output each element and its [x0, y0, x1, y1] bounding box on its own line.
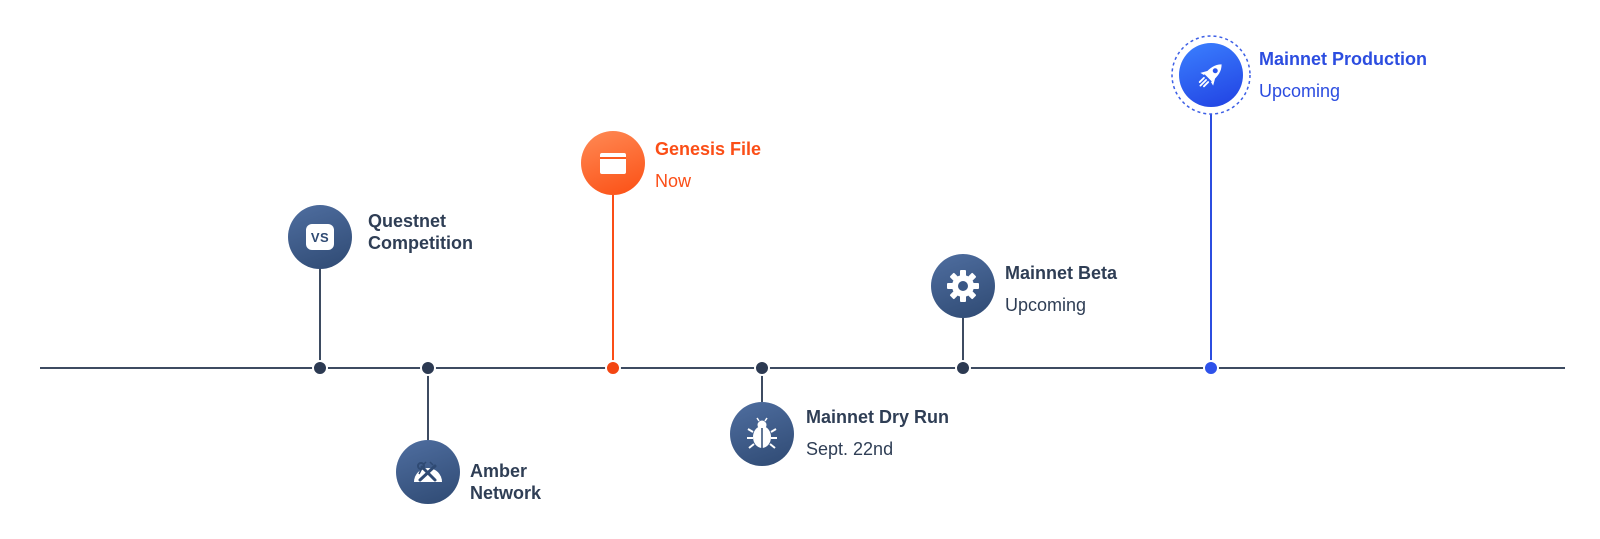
beta-subtitle: Upcoming [1005, 295, 1087, 315]
tools-icon [414, 461, 442, 482]
amber-label: Amber Network [470, 460, 541, 504]
production-node [1179, 43, 1243, 107]
dot-beta [955, 360, 971, 376]
dryrun-subtitle: Sept. 22nd [806, 439, 894, 459]
amber-title-line2: Network [470, 483, 542, 503]
genesis-label: Genesis File Now [655, 138, 761, 192]
genesis-title: Genesis File [655, 139, 762, 159]
dot-dryrun [754, 360, 770, 376]
dryrun-node [730, 402, 794, 466]
vs-icon: VS [306, 224, 334, 250]
dot-amber [420, 360, 436, 376]
amber-title-line1: Amber [470, 461, 528, 481]
gear-icon [947, 270, 979, 302]
production-label: Mainnet Production Upcoming [1259, 48, 1427, 102]
dryrun-label: Mainnet Dry Run Sept. 22nd [806, 406, 949, 460]
dot-genesis [605, 360, 621, 376]
dryrun-title: Mainnet Dry Run [806, 407, 950, 427]
beta-node [931, 254, 995, 318]
genesis-node [581, 131, 645, 195]
beta-label: Mainnet Beta Upcoming [1005, 262, 1117, 316]
vs-icon-text: VS [310, 229, 330, 245]
beta-title: Mainnet Beta [1005, 263, 1118, 283]
amber-node [396, 440, 460, 504]
rocket-icon [1198, 64, 1222, 88]
dot-questnet [312, 360, 328, 376]
production-title: Mainnet Production [1259, 49, 1427, 69]
bug-icon [747, 417, 777, 449]
questnet-label: Questnet Competition [368, 210, 473, 254]
production-subtitle: Upcoming [1259, 81, 1341, 101]
folder-icon [600, 153, 626, 174]
dot-production [1203, 360, 1219, 376]
questnet-title-line1: Questnet [368, 211, 447, 231]
genesis-subtitle: Now [655, 171, 692, 191]
questnet-title-line2: Competition [368, 233, 473, 253]
questnet-node: VS [288, 205, 352, 269]
production-dashed-ring [1171, 35, 1251, 115]
